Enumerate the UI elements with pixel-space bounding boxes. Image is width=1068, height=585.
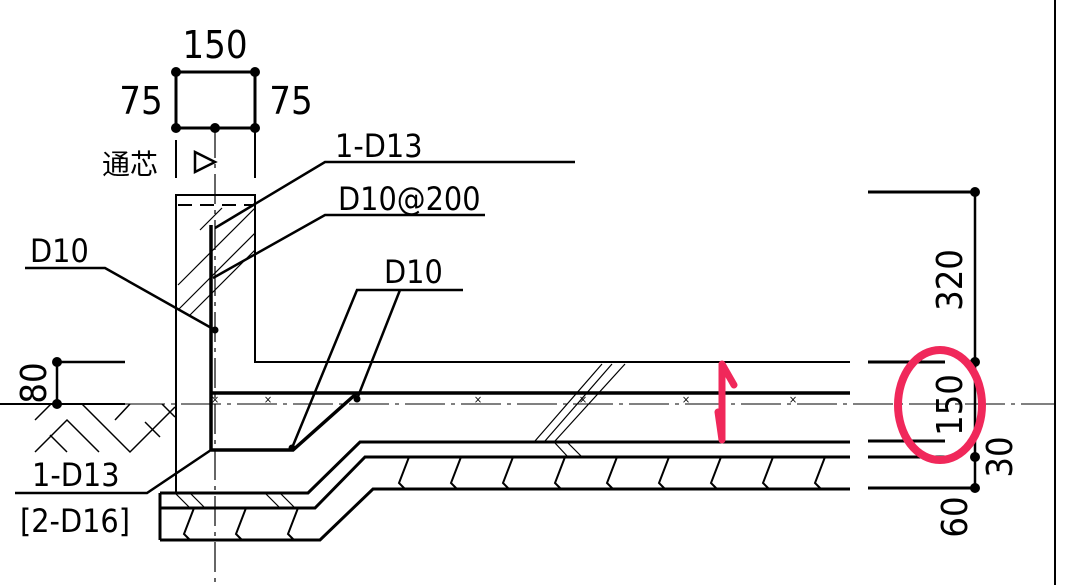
gravel-mark: [553, 456, 566, 490]
rebar-cross-marks: × × × × × ×: [211, 393, 797, 406]
dim-top-right: 75: [269, 79, 313, 123]
svg-text:×: ×: [264, 393, 272, 406]
slab-layers: [158, 440, 850, 542]
dim-left: 80: [14, 362, 55, 403]
label-left-bar: D10: [30, 232, 89, 270]
wall-outline: [175, 194, 850, 493]
dim-top-total: 150: [182, 23, 247, 67]
svg-text:×: ×: [579, 393, 587, 406]
dimension-dots: [52, 67, 980, 493]
label-wall-bar: D10@200: [338, 180, 481, 218]
gravel-mark: [605, 456, 618, 490]
annotation-circle: [894, 346, 986, 464]
ground-hatch: [34, 403, 176, 454]
label-slab-bar: D10: [384, 253, 443, 291]
gravel-mark: [182, 507, 195, 541]
svg-text:×: ×: [211, 393, 219, 406]
gravel-mark: [761, 456, 774, 490]
left-dimension: [55, 360, 125, 404]
gravel-mark: [397, 456, 410, 490]
slab-hatch: [174, 363, 626, 509]
center-label: 通芯: [102, 148, 158, 181]
top-dimension: [174, 70, 257, 178]
leader-lines: [15, 160, 575, 495]
gravel-mark: [657, 456, 670, 490]
annotation-arrow-icon: [714, 360, 738, 444]
gravel-mark: [709, 456, 722, 490]
dim-right-2: 150: [930, 374, 971, 436]
dim-right-1: 320: [930, 249, 971, 311]
gravel-mark: [234, 507, 247, 541]
label-bottom-bar: 1-D13: [32, 456, 120, 494]
svg-text:×: ×: [682, 393, 690, 406]
dim-right-3: 30: [980, 436, 1021, 477]
svg-text:×: ×: [474, 393, 482, 406]
right-dimension: [868, 190, 977, 490]
dim-right-4: 60: [935, 496, 976, 537]
svg-text:×: ×: [789, 393, 797, 406]
gravel-pattern: [182, 456, 826, 541]
center-triangle-icon: [193, 149, 218, 175]
rebar: [209, 225, 850, 452]
gravel-mark: [449, 456, 462, 490]
label-top-bar: 1-D13: [335, 127, 423, 165]
gravel-mark: [813, 456, 826, 490]
dim-top-left: 75: [119, 79, 163, 123]
label-bottom-bar-alt: [2-D16]: [20, 502, 130, 540]
gravel-mark: [501, 456, 514, 490]
gravel-mark: [286, 507, 299, 541]
